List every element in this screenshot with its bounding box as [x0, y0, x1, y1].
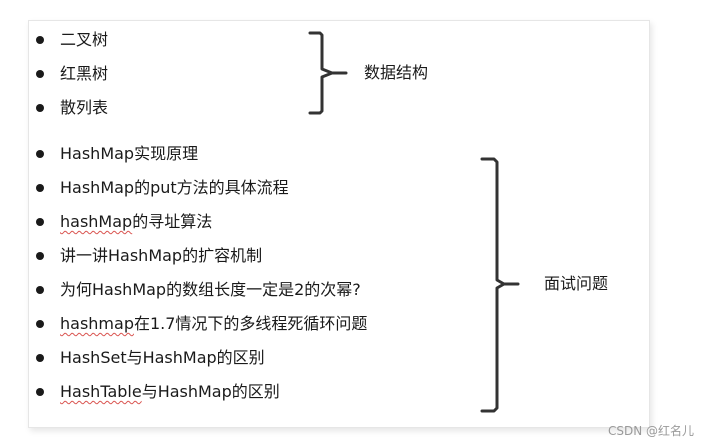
bullet-icon	[36, 354, 44, 362]
bullet-icon	[36, 70, 44, 78]
item-text: 红黑树	[60, 64, 109, 83]
item-text: 散列表	[60, 98, 109, 117]
bullet-icon	[36, 36, 44, 44]
item-text: HashMap实现原理	[60, 144, 199, 163]
brace-data-structures	[308, 31, 348, 115]
bullet-icon	[36, 286, 44, 294]
content-frame	[28, 20, 650, 428]
item-text-underlined: hashMap	[60, 212, 133, 231]
list-item: 为何HashMap的数组长度一定是2的次幂?	[36, 280, 361, 300]
watermark: CSDN @红名儿	[607, 424, 694, 438]
list-item: 讲一讲HashMap的扩容机制	[36, 246, 262, 266]
bullet-icon	[36, 252, 44, 260]
list-item: 二叉树	[36, 30, 108, 50]
bullet-icon	[36, 150, 44, 158]
bullet-icon	[36, 320, 44, 328]
list-item: HashMap实现原理	[36, 144, 198, 164]
item-text: 与HashMap的区别	[141, 382, 280, 401]
item-text: HashSet与HashMap的区别	[60, 348, 265, 367]
item-text: 为何HashMap的数组长度一定是2的次幂?	[60, 280, 361, 299]
bullet-icon	[36, 218, 44, 226]
item-text: 在1.7情况下的多线程死循环问题	[133, 314, 368, 333]
item-text-underlined: hashmap	[60, 314, 134, 333]
group-title-data-structures: 数据结构	[364, 63, 429, 82]
bullet-icon	[36, 388, 44, 396]
list-item: 红黑树	[36, 64, 108, 84]
item-text: 二叉树	[60, 30, 109, 49]
list-item: 散列表	[36, 98, 108, 118]
item-text: 的寻址算法	[132, 212, 213, 231]
item-text: 讲一讲HashMap的扩容机制	[60, 246, 263, 265]
list-item: HashSet与HashMap的区别	[36, 348, 265, 368]
brace-interview	[480, 157, 520, 413]
item-text: HashMap的put方法的具体流程	[60, 178, 289, 197]
item-text-underlined: HashTable	[60, 382, 142, 401]
group-title-interview: 面试问题	[544, 274, 609, 293]
list-item: HashMap的put方法的具体流程	[36, 178, 289, 198]
bullet-icon	[36, 184, 44, 192]
bullet-icon	[36, 104, 44, 112]
